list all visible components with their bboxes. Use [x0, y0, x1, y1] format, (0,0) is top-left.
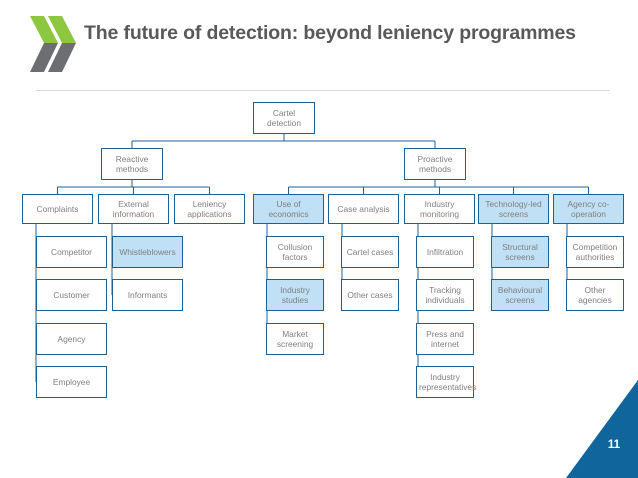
- chart-node-reactive[interactable]: Reactive methods: [101, 148, 163, 180]
- chart-node-label: Tracking individuals: [425, 284, 465, 305]
- chart-node-label: Proactive methods: [417, 153, 453, 174]
- chart-node-whistle[interactable]: Whistleblowers: [112, 236, 183, 268]
- chart-node-label: Complaints: [36, 203, 79, 214]
- chart-node-infiltration[interactable]: Infiltration: [416, 236, 474, 268]
- chart-node-label: Behavioural screens: [497, 284, 543, 305]
- chart-node-label: Customer: [53, 289, 90, 300]
- chart-node-label: Market screening: [276, 328, 314, 349]
- chart-node-informants[interactable]: Informants: [112, 279, 183, 311]
- chart-node-competitor[interactable]: Competitor: [36, 236, 107, 268]
- chart-node-label: Whistleblowers: [119, 246, 176, 257]
- chart-node-label: Case analysis: [337, 203, 390, 214]
- chart-node-label: External information: [112, 198, 155, 219]
- chart-node-label: Use of economics: [268, 198, 309, 219]
- chart-node-label: Leniency applications: [187, 198, 232, 219]
- chart-node-caseanal[interactable]: Case analysis: [328, 194, 399, 224]
- chart-node-label: Competition authorities: [572, 241, 618, 262]
- chart-node-indreps[interactable]: Industry representatives: [416, 366, 477, 398]
- page-number: 11: [607, 439, 620, 451]
- chart-node-label: Other agencies: [578, 284, 612, 305]
- chart-node-label: Cartel cases: [346, 246, 394, 257]
- chart-node-collusion[interactable]: Collusion factors: [266, 236, 324, 268]
- chart-node-complaints[interactable]: Complaints: [22, 194, 93, 224]
- chart-node-techscreens[interactable]: Technology-led screens: [478, 194, 549, 224]
- chart-node-behavioural[interactable]: Behavioural screens: [491, 279, 549, 311]
- chart-node-label: Agency co-operation: [567, 198, 610, 219]
- chart-node-agencycoop[interactable]: Agency co-operation: [553, 194, 624, 224]
- chart-node-mktscreen[interactable]: Market screening: [266, 323, 324, 355]
- chart-node-label: Agency: [57, 333, 86, 344]
- slide-header: The future of detection: beyond leniency…: [0, 0, 638, 92]
- chart-node-indstudies[interactable]: Industry studies: [266, 279, 324, 311]
- page-title: The future of detection: beyond leniency…: [84, 22, 576, 44]
- chart-node-customer[interactable]: Customer: [36, 279, 107, 311]
- chart-node-label: Industry studies: [280, 284, 310, 305]
- chart-node-tracking[interactable]: Tracking individuals: [416, 279, 474, 311]
- chart-node-label: Cartel detection: [267, 107, 301, 128]
- header-divider: [36, 90, 610, 91]
- chart-node-cartelcases[interactable]: Cartel cases: [341, 236, 399, 268]
- chart-node-label: Competitor: [51, 246, 92, 257]
- chart-node-economics[interactable]: Use of economics: [253, 194, 324, 224]
- chart-node-leniency[interactable]: Leniency applications: [174, 194, 245, 224]
- chart-node-agency[interactable]: Agency: [36, 323, 107, 355]
- chart-node-label: Structural screens: [502, 241, 538, 262]
- chart-node-othercases[interactable]: Other cases: [341, 279, 399, 311]
- chart-node-label: Reactive methods: [115, 153, 149, 174]
- chart-node-proactive[interactable]: Proactive methods: [404, 148, 466, 180]
- chart-node-structural[interactable]: Structural screens: [491, 236, 549, 268]
- chart-node-label: Industry monitoring: [419, 198, 460, 219]
- chart-node-press[interactable]: Press and internet: [416, 323, 474, 355]
- chart-node-label: Employee: [52, 376, 91, 387]
- chart-node-label: Press and internet: [426, 328, 464, 349]
- chart-node-label: Collusion factors: [277, 241, 313, 262]
- chart-node-label: Industry representatives: [419, 371, 477, 392]
- chart-node-employee[interactable]: Employee: [36, 366, 107, 398]
- chart-node-indmon[interactable]: Industry monitoring: [404, 194, 475, 224]
- chart-node-label: Infiltration: [426, 246, 464, 257]
- chart-node-external[interactable]: External information: [98, 194, 169, 224]
- chart-node-label: Technology-led screens: [485, 198, 542, 219]
- chart-node-label: Informants: [127, 289, 168, 300]
- chart-node-otheragency[interactable]: Other agencies: [566, 279, 624, 311]
- double-chevron-logo: [30, 16, 76, 72]
- chart-node-label: Other cases: [347, 289, 393, 300]
- chart-node-root[interactable]: Cartel detection: [253, 102, 315, 134]
- chart-node-compauth[interactable]: Competition authorities: [566, 236, 624, 268]
